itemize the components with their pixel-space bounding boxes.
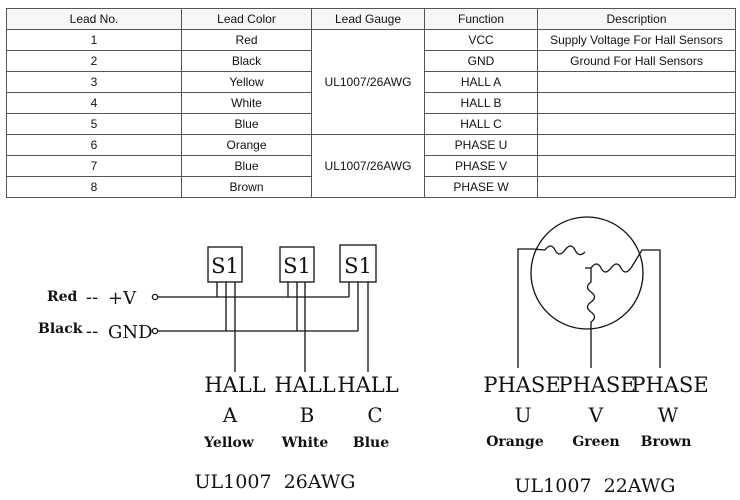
power-wire-color: Black [38,321,83,337]
hall-sensor-text: S1 S1 S1 Red -- +V Black -- GND HALL HAL… [38,254,399,493]
sensor-label: S1 [283,254,311,278]
gnd-terminal [151,327,159,335]
table-row: 7 Blue PHASE V [6,155,736,177]
hall-cable-gauge: UL1007 26AWG [195,471,356,493]
lead-description: Ground For Hall Sensors [537,50,736,72]
phase-wire-color: Green [572,434,619,450]
phase-w-coil [590,263,632,273]
phase-letter: V [588,403,604,427]
phase-letter: W [658,403,679,427]
motor-phase-text: PHASE PHASE PHASE U V W Orange Green Bro… [483,373,708,497]
sensor-label: S1 [211,254,239,278]
lead-no: 8 [6,176,182,198]
phase-label: PHASE [483,373,560,397]
header-lead-gauge: Lead Gauge [311,8,425,30]
hall-letter: B [300,403,315,427]
power-wire-color: Red [47,289,78,305]
phase-letter: U [515,403,532,427]
lead-gauge: UL1007/26AWG [311,29,425,135]
hall-letter: A [222,403,238,427]
table-header-row: Lead No. Lead Color Lead Gauge Function … [6,8,736,30]
lead-description: Supply Voltage For Hall Sensors [537,29,736,51]
power-wire-signal: GND [108,322,153,343]
lead-function: PHASE V [424,155,538,177]
header-lead-color: Lead Color [181,8,312,30]
hall-wire-color: Yellow [203,435,255,451]
lead-color: Brown [181,176,312,198]
table-row: 4 White HALL B [6,92,736,114]
motor-phase-diagram [517,216,661,368]
sensor-box-a [207,246,243,283]
hall-wire-color: Blue [353,435,389,451]
hall-letter: C [367,403,382,427]
phase-label: PHASE [558,373,635,397]
header-lead-no: Lead No. [6,8,182,30]
hall-label: HALL [274,373,335,397]
table-row: 2 Black GND Ground For Hall Sensors [6,50,736,72]
phase-v-coil [586,268,596,368]
phase-u-coil [544,245,586,256]
phase-wire-color: Orange [486,434,544,450]
hall-label: HALL [204,373,265,397]
motor-stator-circle [530,216,644,330]
lead-spec-table: Lead No. Lead Color Lead Gauge Function … [6,8,736,198]
phase-wire-color: Brown [641,434,692,450]
lead-function: PHASE W [424,176,538,198]
vcc-terminal [151,293,159,301]
power-wire-signal: +V [108,288,137,309]
table-row: 1 Red UL1007/26AWG VCC Supply Voltage Fo… [6,29,736,135]
motor-cable-gauge: UL1007 22AWG [515,475,676,497]
lead-gauge: UL1007/26AWG [311,134,425,198]
hall-label: HALL [337,373,398,397]
lead-color: Blue [181,113,312,135]
sensor-label: S1 [344,254,372,278]
hall-wire-color: White [281,435,329,451]
table-row: 8 Brown PHASE W [6,176,736,198]
header-description: Description [537,8,736,30]
lead-function: HALL B [424,92,538,114]
hall-sensor-diagram [151,244,377,372]
power-wire-dash: -- [86,321,98,342]
phase-label: PHASE [631,373,708,397]
table-row: 3 Yellow HALL A [6,71,736,93]
lead-description [537,176,736,198]
power-wire-dash: -- [86,287,98,308]
